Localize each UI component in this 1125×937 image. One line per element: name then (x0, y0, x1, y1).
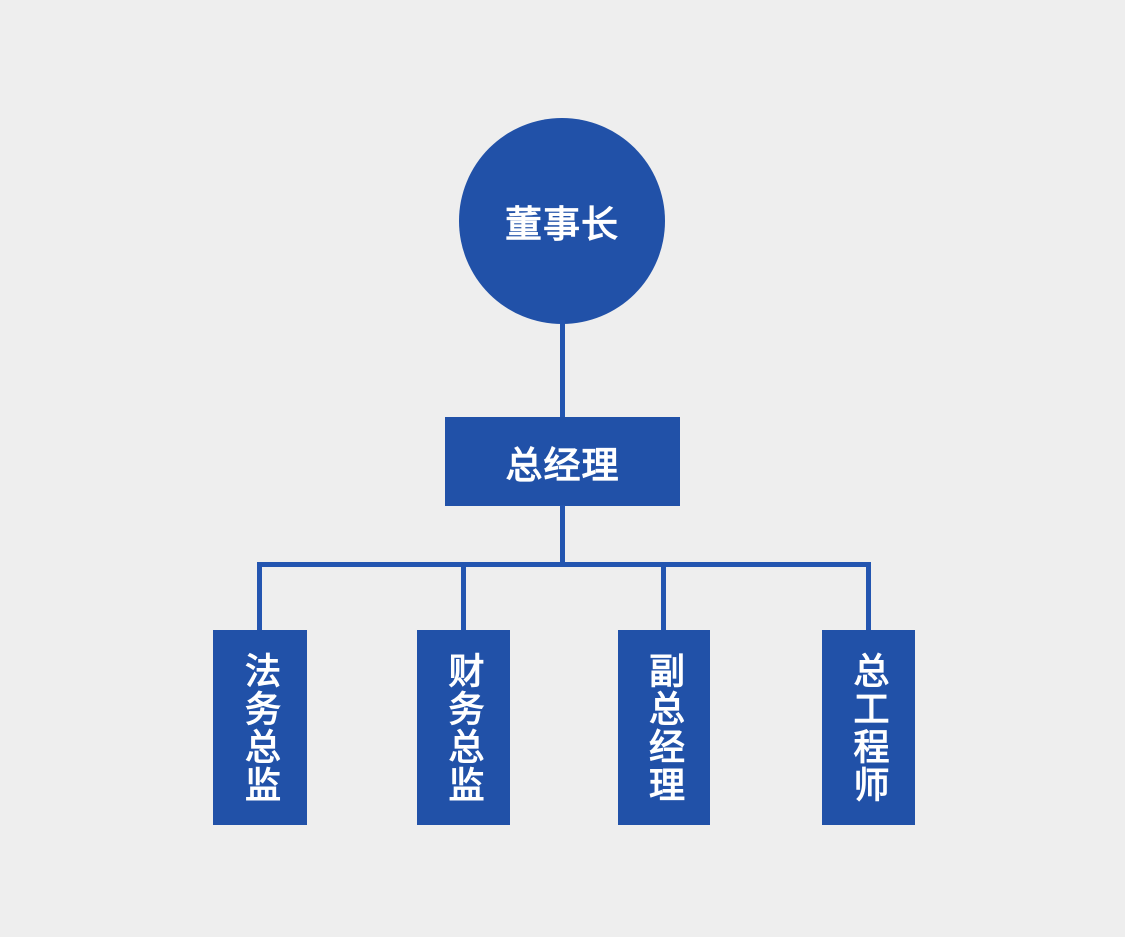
node-finance-director[interactable]: 财务总监 (417, 630, 510, 825)
node-chief-engineer-label: 总工程师 (848, 651, 890, 804)
node-chairman-label: 董事长 (505, 204, 619, 245)
connector-drop-chief-engineer (866, 562, 871, 630)
connector-drop-legal-director (257, 562, 262, 630)
node-chief-engineer[interactable]: 总工程师 (822, 630, 915, 825)
node-general-manager[interactable]: 总经理 (445, 417, 680, 506)
node-chairman[interactable]: 董事长 (459, 118, 665, 324)
connector-drop-deputy-general-manager (661, 562, 666, 630)
node-general-manager-label: 总经理 (505, 444, 620, 486)
node-legal-director[interactable]: 法务总监 (213, 630, 307, 825)
connector-drop-finance-director (461, 562, 466, 630)
node-finance-director-label: 财务总监 (443, 651, 485, 804)
connector-general-manager-to-bus (560, 505, 565, 565)
connector-chairman-to-general-manager (560, 320, 565, 418)
node-legal-director-label: 法务总监 (240, 651, 281, 804)
node-deputy-general-manager[interactable]: 副总经理 (618, 630, 710, 825)
connector-horizontal-bus (257, 562, 871, 567)
node-deputy-general-manager-label: 副总经理 (644, 651, 685, 804)
